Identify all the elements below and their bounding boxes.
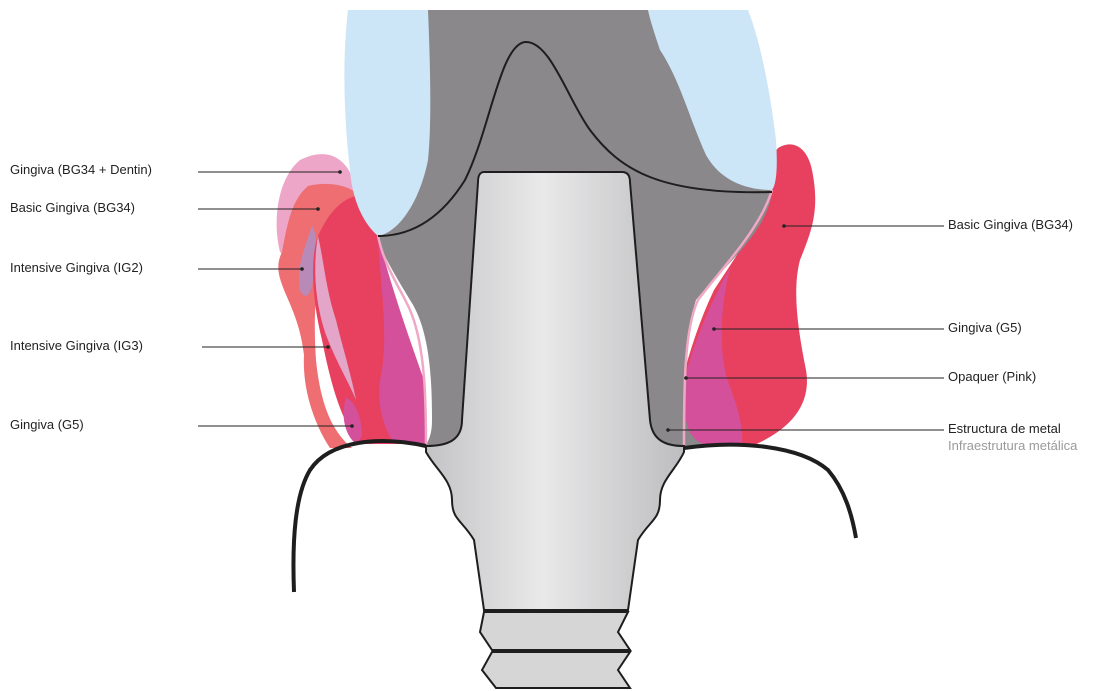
label-intensive-gingiva-ig2: Intensive Gingiva (IG2) xyxy=(10,260,143,276)
dot-basic-gingiva-left xyxy=(316,207,320,211)
label-estructura-de-metal: Estructura de metal xyxy=(948,421,1061,437)
bone-outline-left xyxy=(293,441,426,592)
dot-opaquer-pink xyxy=(684,376,688,380)
dot-gingiva-bg34-dentin xyxy=(338,170,342,174)
label-infraestrutura-metalica: Infraestrutura metálica xyxy=(948,438,1077,454)
dot-intensive-ig3 xyxy=(326,345,330,349)
implant-thread-2 xyxy=(482,652,630,688)
label-gingiva-g5-right: Gingiva (G5) xyxy=(948,320,1022,336)
label-gingiva-bg34-dentin: Gingiva (BG34 + Dentin) xyxy=(10,162,152,178)
dot-gingiva-g5-left xyxy=(350,424,354,428)
dot-gingiva-g5-right xyxy=(712,327,716,331)
label-basic-gingiva-bg34-left: Basic Gingiva (BG34) xyxy=(10,200,135,216)
implant-thread-1 xyxy=(480,612,630,650)
label-intensive-gingiva-ig3: Intensive Gingiva (IG3) xyxy=(10,338,143,354)
bone-outline-right xyxy=(684,445,856,538)
dot-estructura-metal xyxy=(666,428,670,432)
label-gingiva-g5-left: Gingiva (G5) xyxy=(10,417,84,433)
dot-basic-gingiva-right xyxy=(782,224,786,228)
label-opaquer-pink: Opaquer (Pink) xyxy=(948,369,1036,385)
dot-intensive-ig2 xyxy=(300,267,304,271)
label-basic-gingiva-bg34-right: Basic Gingiva (BG34) xyxy=(948,217,1073,233)
